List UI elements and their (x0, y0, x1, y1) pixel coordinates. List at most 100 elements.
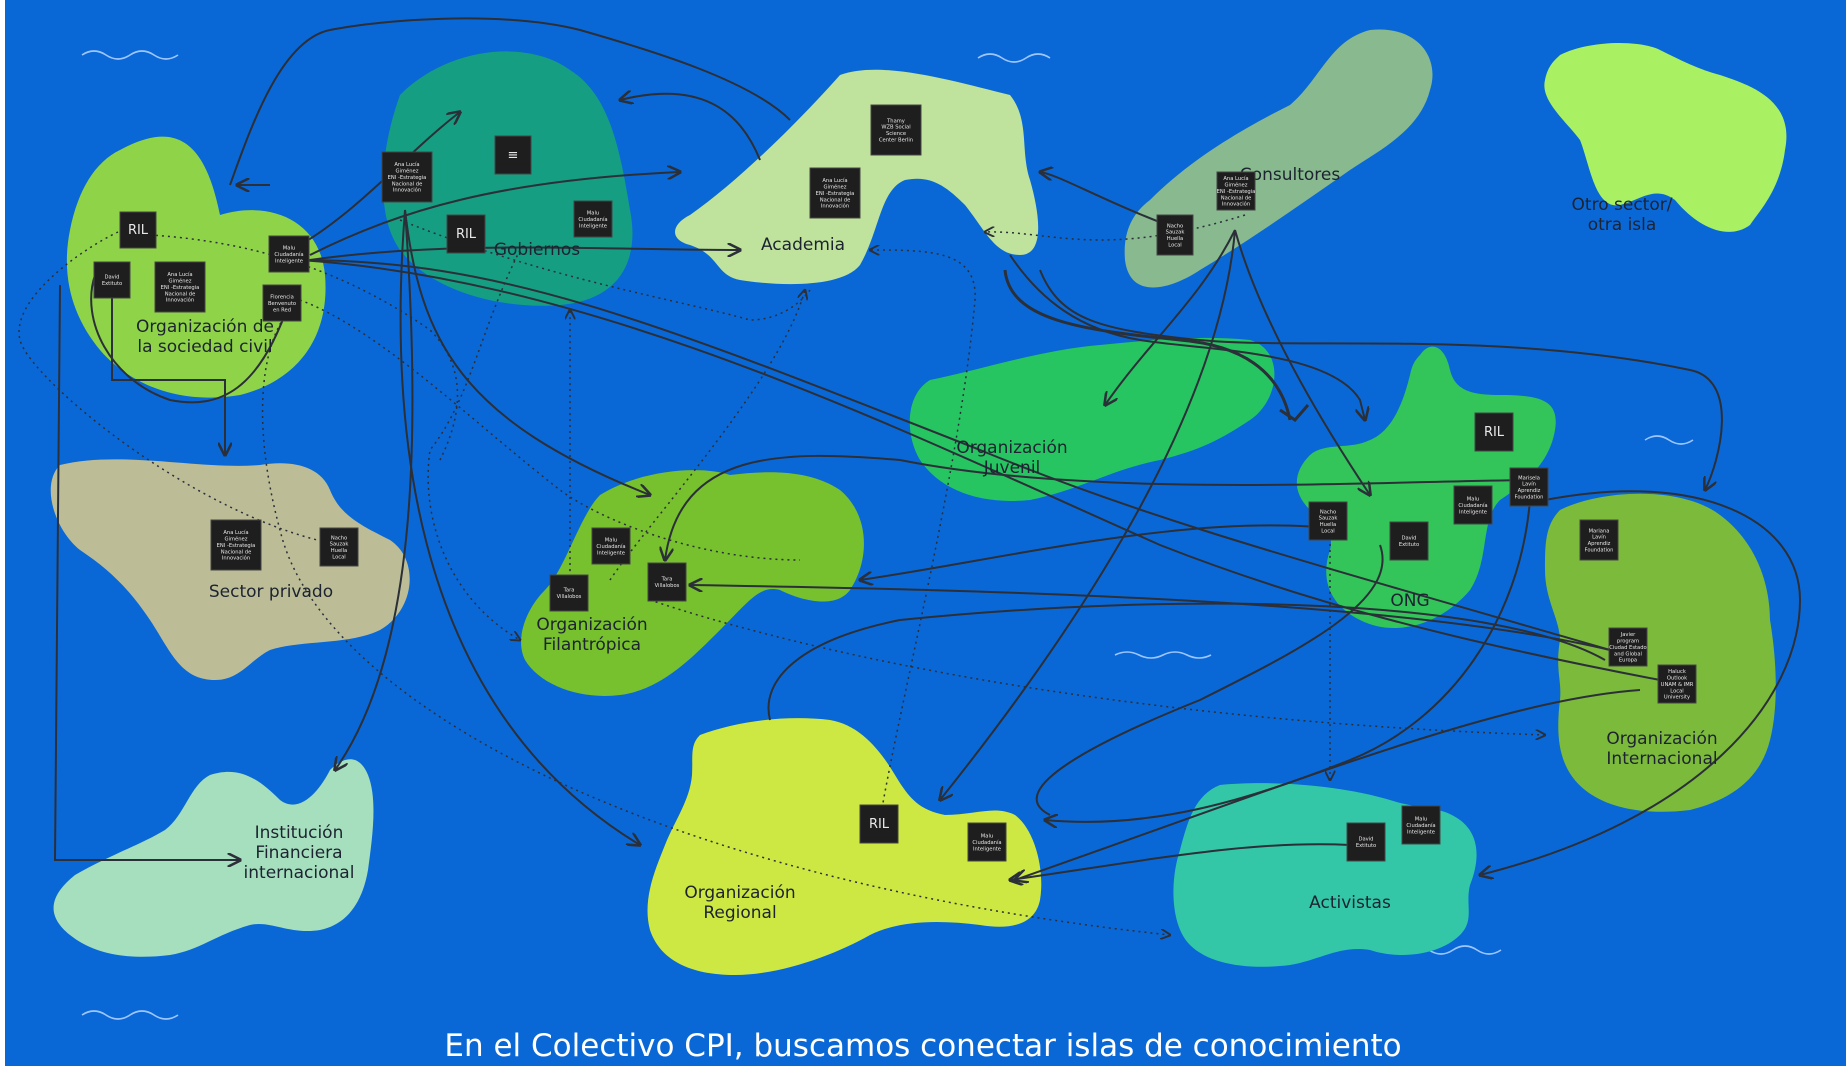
sticky-note-line: UNAM & IMR (1661, 682, 1694, 688)
sticky-note-body (210, 519, 262, 571)
island-label-line: ONG (1390, 591, 1429, 611)
island-label-line: Filantrópica (543, 635, 641, 655)
sticky-note-body (1156, 214, 1194, 256)
sticky-note-line: ENI -Estrategia (1217, 189, 1256, 195)
sticky-note-body (1346, 822, 1386, 862)
island-label-line: Organización (684, 883, 795, 903)
sticky-note-line: Ana Lucía (822, 177, 847, 184)
sticky-note[interactable]: RIL (859, 804, 899, 844)
sticky-note-body (809, 167, 861, 219)
sticky-note-line: Thamy (886, 118, 905, 124)
sticky-note-line: Nacho (1320, 509, 1336, 515)
island-organizacion-juvenil (909, 337, 1275, 501)
sticky-note-text: RIL (869, 817, 890, 832)
sticky-note-body (1657, 664, 1697, 704)
sticky-note-line: Huella (331, 548, 347, 554)
sticky-note-body (549, 574, 589, 612)
island-label-otro: Otro sector/otra isla (1572, 195, 1673, 235)
island-label-con: Consultores (1240, 165, 1341, 185)
sticky-note-line: Inteligente (597, 550, 625, 556)
sticky-note-line: Local (1670, 688, 1683, 694)
arrow-link (665, 454, 1541, 560)
island-label-line: otra isla (1588, 215, 1657, 235)
island-label-line: Organización (536, 615, 647, 635)
sticky-note[interactable]: RIL (119, 211, 157, 249)
sticky-note-line: Ciudadanía (274, 251, 303, 258)
sticky-note-line: Malu (1415, 817, 1427, 823)
sticky-note-line: Malu (587, 211, 599, 217)
wave-6 (1114, 651, 1212, 659)
arrow-link (690, 585, 1611, 651)
island-label-line: Organización (956, 438, 1067, 458)
dotted-link (609, 290, 805, 581)
sticky-note[interactable]: RIL (1474, 412, 1514, 452)
island-label-line: Institución (255, 823, 344, 843)
arrow-link (1009, 254, 1365, 420)
sticky-note[interactable]: RIL (446, 214, 486, 254)
sticky-note-line: Ciudadanía (972, 839, 1001, 846)
arrow-link (229, 17, 791, 186)
dotted-connections (18, 214, 1545, 935)
sticky-note-body (268, 235, 310, 273)
island-label-gob: Gobiernos (494, 240, 580, 260)
sticky-note-body (1308, 501, 1348, 541)
sticky-note-body (967, 822, 1007, 862)
sticky-note-line: Huella (1167, 236, 1183, 242)
islands-layer (50, 29, 1787, 975)
sticky-note-line: Innovación (393, 187, 421, 194)
arrow-link (299, 259, 1611, 651)
sticky-note-line: Foundation (1515, 495, 1544, 501)
sticky-note-line: Huella (1320, 522, 1336, 528)
sticky-note-line: ENI -Estrategia (217, 543, 256, 549)
sticky-note-line: Tara (661, 577, 673, 583)
sticky-note[interactable]: ≡ (494, 135, 532, 175)
sticky-note-line: Foundation (1585, 548, 1614, 554)
arrow-link (1003, 269, 1292, 421)
sticky-note-line: Ciudadanía (1458, 502, 1487, 509)
arrow-link (940, 229, 1236, 800)
sticky-note-line: Nacional de (221, 549, 252, 555)
island-label-act: Activistas (1309, 893, 1391, 913)
sticky-note-line: and Global (1614, 651, 1642, 657)
sticky-note-line: Local (332, 555, 345, 561)
sticky-note-line: ≡ (508, 148, 519, 163)
island-label-line: Regional (703, 903, 776, 923)
sticky-note-line: Aprendiz (1518, 488, 1541, 494)
sticky-note-line: Inteligente (1407, 829, 1435, 835)
island-label-line: Financiera (255, 843, 342, 863)
sticky-note-text: RIL (1484, 425, 1505, 440)
